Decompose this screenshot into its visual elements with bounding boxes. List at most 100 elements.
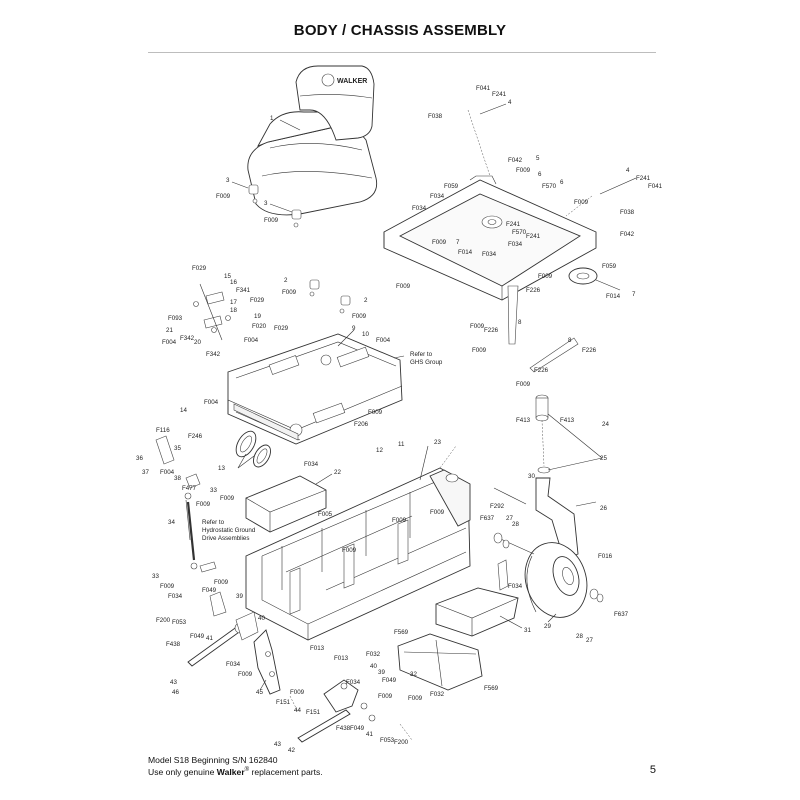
- callout-33: 33: [152, 573, 159, 580]
- callout-16: 16: [230, 279, 237, 286]
- callout-39: 39: [378, 669, 385, 676]
- callout-12: 12: [376, 447, 383, 454]
- callout-3: 3: [264, 200, 268, 207]
- callout-fastener: F413: [516, 417, 531, 424]
- footer-genuine-suffix: replacement parts.: [249, 766, 323, 777]
- callout-fastener: F029: [192, 265, 207, 272]
- leader-lines: [231, 103, 637, 691]
- callout-fastener: F009: [290, 689, 305, 696]
- callout-fastener: F292: [490, 503, 505, 510]
- callout-fastener: F041: [476, 85, 491, 92]
- callout-fastener: F151: [276, 699, 291, 706]
- callout-fastener: F004: [162, 339, 177, 346]
- callout-26: 26: [600, 505, 607, 512]
- callout-28: 28: [512, 521, 519, 528]
- callout-fastener: F009: [432, 239, 447, 246]
- callout-fastener: F009: [160, 583, 175, 590]
- callout-fastener: F049: [202, 587, 217, 594]
- callout-fastener: F014: [606, 293, 621, 300]
- callout-2: 2: [364, 297, 368, 304]
- callout-fastener: F042: [620, 231, 635, 238]
- callout-fastener: F009: [216, 193, 231, 200]
- callout-28: 28: [576, 633, 583, 640]
- callout-41: 41: [206, 635, 213, 642]
- note-hydro-1: Refer to: [202, 519, 225, 526]
- callout-35: 35: [174, 445, 181, 452]
- note-ghs-1: Refer to: [410, 351, 433, 358]
- callout-fastener: F570: [542, 183, 557, 190]
- callout-4: 4: [626, 167, 630, 174]
- callout-fastener: F477: [182, 485, 197, 492]
- callout-33: 33: [210, 487, 217, 494]
- note-hydro-3: Drive Assemblies: [202, 535, 249, 542]
- callout-40: 40: [258, 615, 265, 622]
- callout-fastener: F004: [244, 337, 259, 344]
- callout-fastener: F034: [304, 461, 319, 468]
- callout-fastener: F005: [318, 511, 333, 518]
- seat-frame: [383, 109, 598, 373]
- callout-fastener: F009: [378, 693, 393, 700]
- callout-fastener: F029: [274, 325, 289, 332]
- callout-8: 8: [518, 319, 522, 326]
- callout-fastener: F034: [226, 661, 241, 668]
- callout-3: 3: [226, 177, 230, 184]
- left-linkage: [155, 435, 281, 695]
- callout-37: 37: [142, 469, 149, 476]
- callout-11: 11: [398, 441, 405, 448]
- callout-fastener: F009: [430, 509, 445, 516]
- storage-tray: [245, 475, 327, 533]
- callout-43: 43: [274, 741, 281, 748]
- callout-22: 22: [334, 469, 341, 476]
- callout-fastener: F009: [516, 381, 531, 388]
- callout-fastener: F038: [620, 209, 635, 216]
- callout-fastener: F020: [252, 323, 267, 330]
- callout-17: 17: [230, 299, 237, 306]
- callout-fastener: F034: [168, 593, 183, 600]
- callout-fastener: F009: [472, 347, 487, 354]
- callout-8: 8: [568, 337, 572, 344]
- footer-genuine-prefix: Use only genuine: [148, 766, 217, 777]
- callout-fastener: F013: [334, 655, 349, 662]
- callout-4: 4: [508, 99, 512, 106]
- caster-wheel: [493, 532, 604, 618]
- callout-fastener: F049: [190, 633, 205, 640]
- footer-model-line: Model S18 Beginning S/N 162840: [148, 755, 278, 765]
- callout-fastener: F569: [394, 629, 409, 636]
- callout-fastener: F206: [354, 421, 369, 428]
- callout-labels: 1 3 F009 3 F009 F041 F241 4 F038 F042 5 …: [136, 85, 663, 754]
- callout-fastener: F041: [648, 183, 663, 190]
- callout-fastener: F014: [458, 249, 473, 256]
- callout-fastener: F241: [636, 175, 651, 182]
- callout-fastener: F032: [366, 651, 381, 658]
- callout-fastener: F413: [560, 417, 575, 424]
- footer-brand: Walker: [216, 766, 245, 777]
- callout-fastener: F038: [428, 113, 443, 120]
- callout-25: 25: [600, 455, 607, 462]
- callout-fastener: F004: [204, 399, 219, 406]
- callout-20: 20: [194, 339, 201, 346]
- callout-fastener: F200: [156, 617, 171, 624]
- callout-32: 32: [410, 671, 417, 678]
- callout-fastener: F151: [306, 709, 321, 716]
- callout-fastener: F200: [394, 739, 409, 746]
- callout-fastener: F009: [396, 283, 411, 290]
- callout-23: 23: [434, 439, 441, 446]
- callout-fastener: F226: [534, 367, 549, 374]
- callout-fastener: F004: [160, 469, 175, 476]
- callout-15: 15: [224, 273, 231, 280]
- callout-fastener: F009: [352, 313, 367, 320]
- callout-fastener: F009: [196, 501, 211, 508]
- callout-9: 9: [352, 325, 356, 332]
- callout-fastener: F034: [482, 251, 497, 258]
- callout-29: 29: [544, 623, 551, 630]
- callout-fastener: F009: [342, 547, 357, 554]
- callout-fastener: F637: [614, 611, 629, 618]
- callout-fastener: F569: [484, 685, 499, 692]
- callout-fastener: F226: [526, 287, 541, 294]
- chassis-frame: [245, 445, 471, 641]
- callout-fastener: F053: [172, 619, 187, 626]
- callout-5: 5: [536, 155, 540, 162]
- callout-44: 44: [294, 707, 301, 714]
- page-title: BODY / CHASSIS ASSEMBLY: [293, 22, 507, 39]
